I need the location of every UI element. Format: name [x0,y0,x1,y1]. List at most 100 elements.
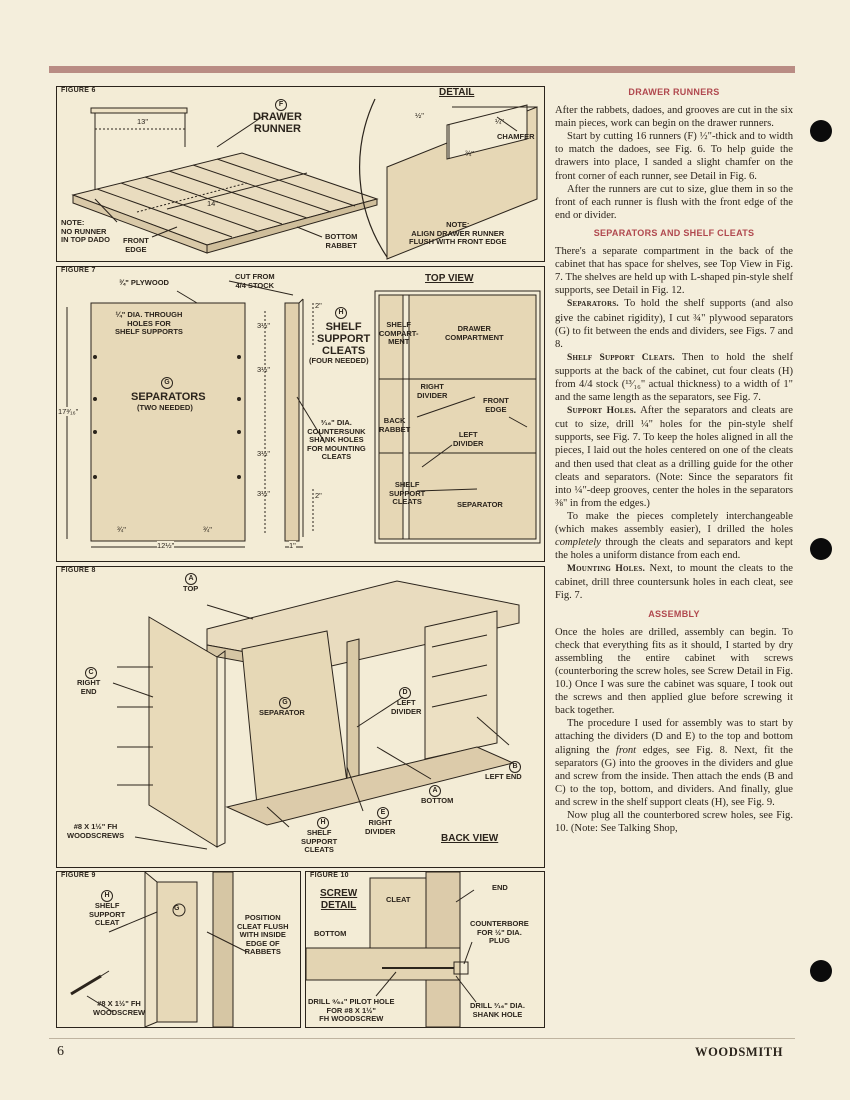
heading-separators: SEPARATORS AND SHELF CLEATS [593,227,755,238]
run-in-cleats: Shelf Support Cleats. [567,352,675,363]
figure-9-cleat: SHELF SUPPORT CLEAT [89,901,126,927]
paragraph-5: Separators. To hold the shelf supports (… [555,297,793,350]
figure-7-dim-3-5-a: 3½" [257,321,271,330]
paragraph-1: After the rabbets, dadoes, and grooves a… [555,105,793,130]
figure-10-bottom: BOTTOM [314,929,347,938]
figure-7-dim-width: 12½" [157,541,175,550]
figure-8-cleats-letter: H [317,817,329,829]
figure-9-label: FIGURE 9 [59,872,98,879]
paragraph-8-b: through the cleats and separators and ke… [555,537,793,562]
figure-6-note-1: NOTE: NO RUNNER IN TOP DADO [61,218,110,244]
figure-7-dim-2-top: 2" [315,301,322,310]
figure-10-drawing [306,872,477,1027]
figure-9-screw: #8 x 1½" Fh WOODSCREW [93,999,146,1017]
figure-7-cleat-qty: (FOUR NEEDED) [309,356,369,365]
figure-7-label: FIGURE 7 [59,267,98,274]
figure-8-drawing [112,580,520,850]
figure-10-pilot: DRILL ⁹⁄₆₄" PILOT HOLE FOR #8 x 1½" Fh W… [308,997,395,1023]
figure-7-drawer-comp: DRAWER COMPARTMENT [445,324,504,342]
figure-7-dim-3-4-left: ¾" [117,525,126,534]
figure-8-bottom-letter: A [429,785,441,797]
figure-7-countersink: ³⁄₁₆" DIA. COUNTERSUNK SHANK HOLES FOR M… [307,418,366,461]
figure-6-note-2: NOTE: ALIGN DRAWER RUNNER FLUSH WITH FRO… [409,220,507,246]
figure-7-shelf-cleats: SHELF SUPPORT CLEATS [389,480,426,506]
figure-10-cleat: CLEAT [386,895,411,904]
figure-7-sep-name: SEPARATORS [131,391,206,403]
binder-hole-middle [810,538,832,560]
figure-7-holes-note: ¼" DIA. THROUGH HOLES FOR SHELF SUPPORTS [115,310,183,336]
figure-6-detail-dim-half: ½" [415,111,424,120]
figure-10-shank: DRILL ³⁄₁₆" DIA. SHANK HOLE [470,1001,525,1019]
paragraph-5-body: To hold the shelf supports (and also giv… [555,298,793,350]
paragraph-9-body: Next, to mount the cleats to the cabinet… [555,563,794,602]
figure-7-cleat-name: SHELF SUPPORT CLEATS [317,321,371,357]
paragraph-11-em: front [615,744,637,756]
paragraph-8-em: completely [555,537,601,549]
figure-8-left-divider: LEFT DIVIDER [391,698,422,716]
run-in-separators: Separators. [567,299,619,310]
figure-7-dim-height: 17³⁄₁₆" [58,407,79,416]
figure-6-dim-13: 13" [137,117,149,126]
figure-8-back-view: BACK VIEW [441,833,499,844]
paragraph-7-body: After the separators and cleats are cut … [555,405,793,509]
figure-8: FIGURE 8 A TOP C RIGHT END G SEPARATOR D… [56,566,545,868]
figure-8-bottom: BOTTOM [421,796,454,805]
figure-6-dim-14: 14" [207,199,219,208]
figure-8-label: FIGURE 8 [59,567,98,574]
figure-7-dim-3-5-d: 3½" [257,489,271,498]
paragraph-11-a: The procedure I used for assembly was to… [555,718,793,756]
article-column: DRAWER RUNNERS After the rabbets, dadoes… [555,86,793,835]
page-number: 6 [57,1044,64,1059]
figure-9: FIGURE 9 H SHELF SUPPORT CLEAT G POSITIO… [56,871,301,1028]
figure-8-right-divider: RIGHT DIVIDER [365,818,396,836]
figure-9-position: POSITION CLEAT FLUSH WITH INSIDE EDGE OF… [237,913,289,956]
figure-6-drawing [71,98,538,260]
figure-7-front-edge: FRONT EDGE [483,396,509,414]
figure-10-title: SCREW DETAIL [320,888,358,911]
figure-8-screws: #8 x 1½" Fh WOODSCREWS [67,822,125,840]
paragraph-2: Start by cutting 16 runners (F) ½"-thick… [555,131,793,182]
figure-7-top-view: TOP VIEW [425,273,474,284]
paragraph-12: Now plug all the counterbored screw hole… [555,809,793,835]
figure-10: FIGURE 10 SCREW DETAIL CLEAT END BOTTOM … [305,871,545,1028]
figure-6: FIGURE 6 DETAIL 13" 14" F DRAWER RUNNER … [56,86,545,262]
figure-7-sep-letter: G [161,377,173,389]
figure-8-top: TOP [183,584,199,593]
paragraph-3: After the runners are cut to size, glue … [555,183,793,221]
figure-9-drawing [70,872,248,1027]
figure-8-cleats: SHELF SUPPORT CLEATS [301,828,338,854]
paragraph-9: Mounting Holes. Next, to mount the cleat… [555,562,793,602]
figure-7-drawing [66,280,541,548]
binder-hole-top [810,120,832,142]
heading-assembly: ASSEMBLY [648,608,700,619]
figure-7-plywood: ¾" PLYWOOD [119,278,169,287]
paragraph-11: The procedure I used for assembly was to… [555,717,793,809]
figure-8-right-divider-letter: E [377,807,389,819]
figure-7-dim-3-5-b: 3½" [257,365,271,374]
figure-10-end: END [492,883,508,892]
figure-7-dim-3-5-c: 3½" [257,449,271,458]
figure-7-dim-3-4-right: ¾" [203,525,212,534]
figure-6-front-edge: FRONT EDGE [123,236,149,254]
figure-6-detail-dim-quarter: ¼" [495,117,504,126]
paragraph-8-a: To make the pieces completely interchang… [555,510,793,535]
figure-8-top-letter: A [185,573,197,585]
figure-8-left-end: LEFT END [485,772,522,781]
paragraph-7: Support Holes. After the separators and … [555,404,793,510]
paragraph-10: Once the holes are drilled, assembly can… [555,626,793,717]
figure-6-chamfer: CHAMFER [497,132,535,141]
figure-6-label: FIGURE 6 [59,87,98,94]
binder-hole-bottom [810,960,832,982]
paragraph-6-body: Then to hold the shelf supports at the b… [555,351,793,404]
figure-7-dim-2-bottom: 2" [315,491,322,500]
run-in-mounting: Mounting Holes. [567,564,646,575]
run-in-holes: Support Holes. [567,406,637,417]
figure-10-label: FIGURE 10 [308,872,351,879]
header-band [49,66,795,73]
figure-8-separator-letter: G [279,697,291,709]
figure-6-part-letter: F [275,99,287,111]
paragraph-6: Shelf Support Cleats. Then to hold the s… [555,351,793,404]
figure-6-bottom-rabbet: BOTTOM RABBET [325,232,358,250]
figure-10-counterbore: COUNTERBORE FOR ½" DIA. PLUG [470,919,529,945]
figure-9-cleat-letter: H [101,890,113,902]
